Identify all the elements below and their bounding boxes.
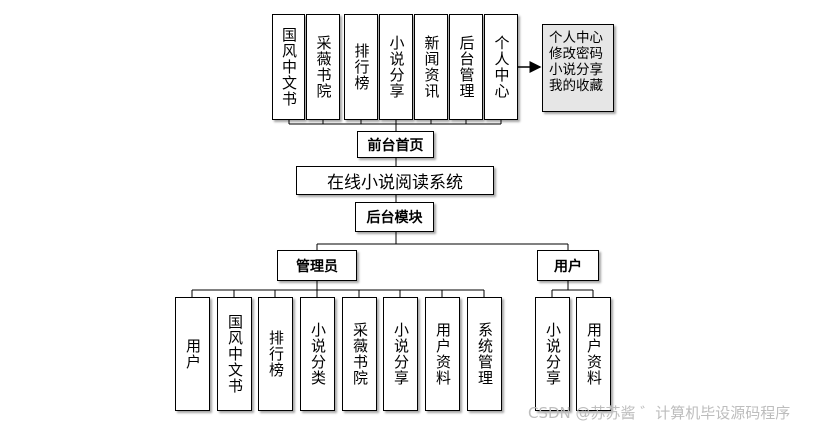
user-child-user-profile: 用户资料 xyxy=(576,297,611,411)
admin-child-user-profile: 用户资料 xyxy=(425,297,460,411)
module-label: 采薇书院 xyxy=(314,35,333,99)
admin-child-label: 用户 xyxy=(184,338,202,370)
module-personal-center: 个人中心 xyxy=(484,14,518,120)
system-title-node: 在线小说阅读系统 xyxy=(296,166,494,195)
module-guofeng-chinese-books: 国风中文书 xyxy=(272,14,305,120)
csdn-watermark: CSDN @苏苏酱 ゛计算机毕设源码程序 xyxy=(528,404,791,422)
module-news: 新闻资讯 xyxy=(414,14,448,120)
user-child-label: 小说分享 xyxy=(544,322,562,386)
backend-module-label: 后台模块 xyxy=(366,210,423,226)
system-title-label: 在线小说阅读系统 xyxy=(327,173,463,193)
admin-child-label: 国风中文书 xyxy=(226,314,244,394)
user-child-label: 用户资料 xyxy=(585,322,603,386)
admin-child-ranking: 排行榜 xyxy=(258,297,293,411)
note-line: 个人中心 xyxy=(549,30,603,46)
admin-child-label: 排行榜 xyxy=(267,330,285,378)
module-ranking: 排行榜 xyxy=(344,14,378,120)
admin-child-label: 用户资料 xyxy=(434,322,452,386)
admin-child-label: 采薇书院 xyxy=(351,322,369,386)
module-label: 国风中文书 xyxy=(280,27,298,107)
admin-child-guofeng-chinese-books: 国风中文书 xyxy=(217,297,252,411)
admin-child-label: 小说分享 xyxy=(392,322,410,386)
personal-center-note: 个人中心 修改密码 小说分享 我的收藏 xyxy=(542,24,614,112)
module-label: 后台管理 xyxy=(457,35,476,99)
admin-label: 管理员 xyxy=(296,258,338,275)
admin-child-novel-sharing: 小说分享 xyxy=(383,297,418,411)
user-label: 用户 xyxy=(554,258,582,275)
admin-child-system-management: 系统管理 xyxy=(467,297,502,411)
admin-child-novel-category: 小说分类 xyxy=(300,297,335,411)
module-label: 排行榜 xyxy=(352,43,371,91)
note-line: 我的收藏 xyxy=(549,78,603,94)
frontend-home-label: 前台首页 xyxy=(367,137,424,154)
frontend-home-node: 前台首页 xyxy=(357,131,434,158)
module-backend-admin: 后台管理 xyxy=(449,14,483,120)
note-line: 小说分享 xyxy=(549,62,603,78)
admin-child-label: 系统管理 xyxy=(476,322,494,386)
module-label: 小说分享 xyxy=(387,35,406,99)
user-node: 用户 xyxy=(537,250,599,281)
backend-module-node: 后台模块 xyxy=(355,202,434,232)
admin-node: 管理员 xyxy=(277,250,357,281)
module-label: 个人中心 xyxy=(492,35,511,99)
module-novel-sharing: 小说分享 xyxy=(379,14,413,120)
note-line: 修改密码 xyxy=(549,46,603,62)
module-label: 新闻资讯 xyxy=(422,35,441,99)
module-caiwei-academy: 采薇书院 xyxy=(306,14,340,120)
user-child-novel-sharing: 小说分享 xyxy=(535,297,570,411)
admin-child-label: 小说分类 xyxy=(309,322,327,386)
admin-child-user: 用户 xyxy=(175,297,210,411)
admin-child-caiwei-academy: 采薇书院 xyxy=(342,297,377,411)
